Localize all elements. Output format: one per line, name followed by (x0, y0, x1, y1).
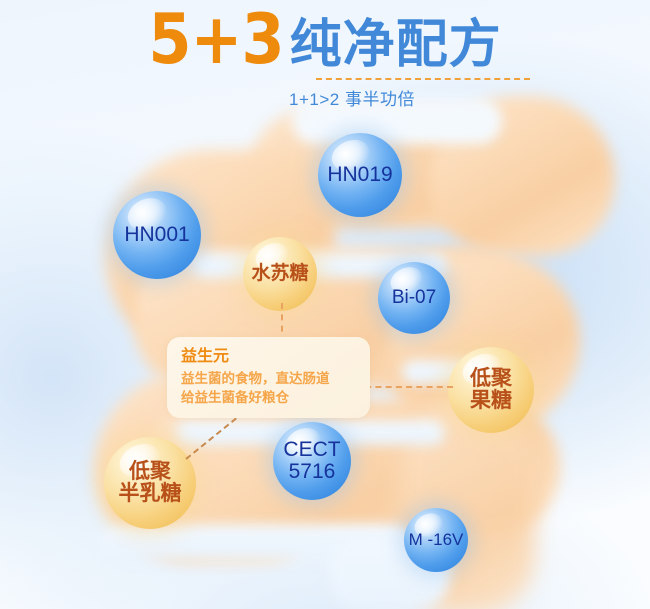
page-title: 纯净配方 (289, 15, 502, 74)
bubble-hn001[interactable]: HN001 (113, 191, 201, 279)
bubble-hn001-label: HN001 (124, 223, 190, 247)
bubble-galactooligosaccharide-label: 低聚 半乳糖 (119, 461, 182, 504)
intestine-lumen-top (292, 98, 502, 144)
info-card-line-1: 益生菌的食物，直达肠道 (181, 371, 330, 386)
prebiotic-info-card: 益生元 益生菌的食物，直达肠道 给益生菌备好粮仓 (167, 337, 370, 419)
bubble-fructooligosaccharide-label: 低聚 果糖 (470, 368, 512, 411)
info-card-title: 益生元 (181, 348, 230, 365)
bubble-shusutang[interactable]: 水苏糖 (243, 237, 317, 311)
bubble-cect5716-label: CECT 5716 (283, 439, 340, 482)
header: 5+3 纯净配方 1+1>2 事半功倍 (0, 0, 650, 110)
bubble-cect5716-line2: 5716 (288, 460, 336, 483)
bubble-cect5716[interactable]: CECT 5716 (273, 422, 351, 500)
bubble-bi07-label: Bi-07 (391, 287, 437, 309)
bubble-cect5716-line1: CECT (283, 438, 341, 462)
bubble-hn019[interactable]: HN019 (318, 133, 402, 217)
bubble-galactooligosaccharide[interactable]: 低聚 半乳糖 (104, 437, 196, 529)
bubble-galacto-line2: 半乳糖 (118, 482, 182, 505)
header-dashed-underline (316, 77, 530, 80)
connector-fructooligosaccharide (355, 386, 453, 388)
connector-shusutang (281, 303, 283, 343)
bubble-bi07[interactable]: Bi-07 (378, 262, 450, 334)
header-number: 5+3 (148, 0, 284, 80)
info-card-line-2: 给益生菌备好粮仓 (181, 390, 289, 406)
bubble-galacto-line1: 低聚 (129, 460, 171, 484)
bubble-m16v[interactable]: M -16V (404, 508, 468, 572)
bubble-m16v-label: M -16V (408, 530, 464, 550)
bubble-fructooligosaccharide[interactable]: 低聚 果糖 (448, 347, 534, 433)
bubble-hn019-label: HN019 (327, 163, 393, 187)
bubble-fructo-line1: 低聚 (470, 367, 512, 391)
bubble-fructo-line2: 果糖 (470, 389, 512, 412)
bubble-shusutang-label: 水苏糖 (251, 263, 309, 285)
header-title-row: 5+3 纯净配方 (0, 0, 650, 73)
header-subtitle: 1+1>2 事半功倍 (289, 89, 415, 109)
